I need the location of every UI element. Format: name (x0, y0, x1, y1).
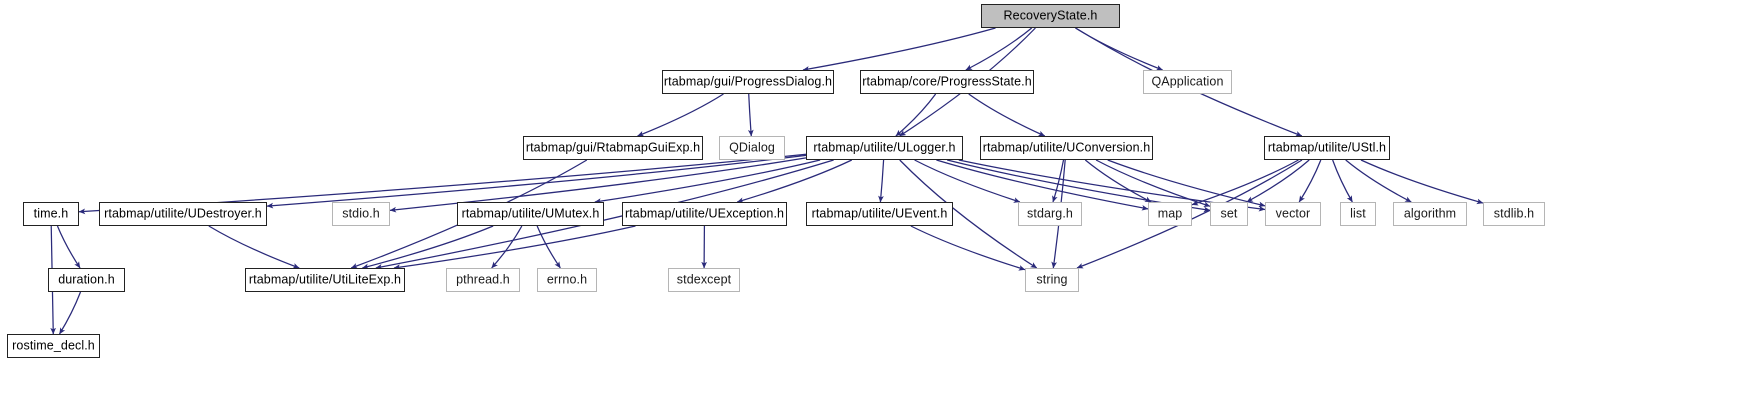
graph-edge-progressstate-to-ulogger (895, 93, 937, 137)
graph-node-stdexcept[interactable]: stdexcept (668, 268, 740, 292)
graph-edge-ustl-to-list (1332, 159, 1353, 203)
graph-node-uexception[interactable]: rtabmap/utilite/UException.h (622, 202, 787, 226)
graph-edge-ustl-to-set (1246, 159, 1310, 203)
graph-edge-ulogger-to-uexception (736, 159, 853, 203)
graph-edge-umutex-to-pthread (491, 225, 523, 269)
graph-node-label: time.h (33, 206, 69, 221)
graph-node-label: set (1220, 206, 1238, 221)
graph-node-label: vector (1275, 206, 1311, 221)
graph-node-progressdialog[interactable]: rtabmap/gui/ProgressDialog.h (662, 70, 834, 94)
graph-node-label: QApplication (1151, 74, 1224, 89)
graph-node-rtabmapguiexp[interactable]: rtabmap/gui/RtabmapGuiExp.h (523, 136, 703, 160)
graph-node-uevent[interactable]: rtabmap/utilite/UEvent.h (806, 202, 953, 226)
graph-edge-progressstate-to-uconversion (968, 93, 1046, 137)
graph-node-qdialog[interactable]: QDialog (719, 136, 785, 160)
graph-edge-ulogger-to-umutex (594, 159, 821, 204)
graph-node-vector[interactable]: vector (1265, 202, 1321, 226)
graph-node-rostime_decl[interactable]: rostime_decl.h (7, 334, 100, 358)
graph-node-errno[interactable]: errno.h (537, 268, 597, 292)
graph-node-udestroyer[interactable]: rtabmap/utilite/UDestroyer.h (99, 202, 267, 226)
graph-node-recoverystate[interactable]: RecoveryState.h (981, 4, 1120, 28)
graph-node-map[interactable]: map (1148, 202, 1192, 226)
graph-edge-recoverystate-to-qapplication (1075, 27, 1163, 71)
graph-node-label: rostime_decl.h (12, 338, 95, 353)
graph-node-label: duration.h (58, 272, 115, 287)
graph-node-utilitexp[interactable]: rtabmap/utilite/UtiLiteExp.h (245, 268, 405, 292)
graph-node-stdio[interactable]: stdio.h (332, 202, 390, 226)
graph-node-label: rtabmap/utilite/UConversion.h (982, 140, 1151, 155)
graph-edge-uexception-to-utilitexp (393, 225, 636, 270)
graph-node-ustl[interactable]: rtabmap/utilite/UStl.h (1264, 136, 1390, 160)
graph-node-set[interactable]: set (1210, 202, 1248, 226)
graph-node-label: string (1036, 272, 1068, 287)
graph-edge-ustl-to-map (1191, 159, 1299, 206)
graph-edge-ulogger-to-uevent (878, 159, 885, 203)
graph-node-label: rtabmap/gui/ProgressDialog.h (663, 74, 833, 89)
graph-node-label: rtabmap/utilite/UStl.h (1267, 140, 1387, 155)
graph-node-stdlib[interactable]: stdlib.h (1483, 202, 1545, 226)
graph-node-umutex[interactable]: rtabmap/utilite/UMutex.h (457, 202, 604, 226)
graph-node-label: rtabmap/gui/RtabmapGuiExp.h (525, 140, 701, 155)
graph-node-duration[interactable]: duration.h (48, 268, 125, 292)
graph-edge-recoverystate-to-progressstate (965, 27, 1033, 71)
graph-node-string[interactable]: string (1025, 268, 1079, 292)
graph-edge-umutex-to-errno (536, 225, 561, 269)
graph-edge-ustl-to-algorithm (1345, 159, 1412, 203)
graph-node-label: RecoveryState.h (1003, 8, 1098, 23)
graph-node-label: rtabmap/utilite/UEvent.h (811, 206, 948, 221)
graph-node-uconversion[interactable]: rtabmap/utilite/UConversion.h (980, 136, 1153, 160)
graph-edge-uconversion-to-stdarg (1052, 159, 1065, 203)
graph-node-pthread[interactable]: pthread.h (446, 268, 520, 292)
graph-node-timeh[interactable]: time.h (23, 202, 79, 226)
graph-node-label: stdio.h (342, 206, 380, 221)
graph-edge-progressdialog-to-rtabmapguiexp (637, 93, 724, 137)
graph-edge-recoverystate-to-progressdialog (802, 27, 996, 72)
graph-edge-uconversion-to-vector (1107, 159, 1266, 208)
graph-node-label: rtabmap/utilite/ULogger.h (813, 140, 956, 155)
graph-node-label: map (1157, 206, 1183, 221)
graph-edge-uconversion-to-map (1084, 159, 1152, 203)
graph-edge-ustl-to-vector (1298, 159, 1322, 203)
graph-edge-ustl-to-stdlib (1360, 159, 1484, 205)
graph-edge-ulogger-to-udestroyer (266, 154, 807, 209)
graph-edge-ulogger-to-stdarg (914, 159, 1021, 203)
graph-edge-udestroyer-to-utilitexp (208, 225, 300, 269)
graph-node-qapplication[interactable]: QApplication (1143, 70, 1232, 94)
graph-node-label: rtabmap/utilite/UDestroyer.h (104, 206, 262, 221)
graph-edge-progressdialog-to-qdialog (747, 93, 754, 137)
graph-node-label: errno.h (546, 272, 588, 287)
graph-edge-umutex-to-utilitexp (362, 225, 494, 270)
graph-edge-uconversion-to-set (1095, 159, 1211, 208)
graph-node-label: stdlib.h (1493, 206, 1535, 221)
graph-node-label: QDialog (729, 140, 775, 155)
graph-node-label: pthread.h (456, 272, 510, 287)
graph-node-label: rtabmap/core/ProgressState.h (862, 74, 1032, 89)
graph-node-label: rtabmap/utilite/UMutex.h (461, 206, 600, 221)
graph-node-progressstate[interactable]: rtabmap/core/ProgressState.h (860, 70, 1034, 94)
graph-node-label: algorithm (1403, 206, 1457, 221)
graph-node-label: stdexcept (676, 272, 732, 287)
graph-node-label: list (1350, 206, 1366, 221)
graph-edge-uevent-to-string (910, 225, 1026, 271)
graph-edge-timeh-to-duration (56, 225, 81, 269)
graph-node-ulogger[interactable]: rtabmap/utilite/ULogger.h (806, 136, 963, 160)
graph-node-label: rtabmap/utilite/UException.h (624, 206, 785, 221)
graph-node-list[interactable]: list (1340, 202, 1376, 226)
graph-edge-duration-to-rostime_decl (58, 291, 82, 335)
graph-node-label: stdarg.h (1027, 206, 1073, 221)
graph-node-label: rtabmap/utilite/UtiLiteExp.h (248, 272, 402, 287)
graph-node-algorithm[interactable]: algorithm (1393, 202, 1467, 226)
graph-node-stdarg[interactable]: stdarg.h (1018, 202, 1082, 226)
